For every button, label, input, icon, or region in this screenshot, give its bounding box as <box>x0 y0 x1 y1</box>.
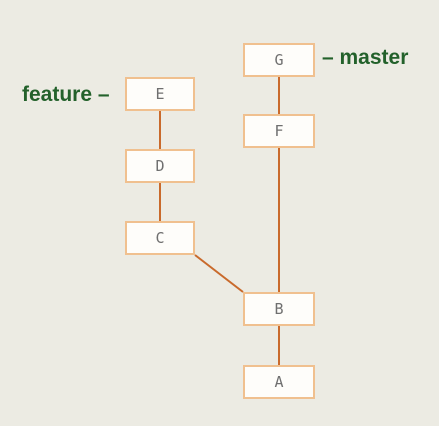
master-branch-label: – master <box>322 46 409 69</box>
feature-branch-label: feature – <box>22 83 110 106</box>
edge-b-c <box>194 254 244 293</box>
commit-node-c: C <box>125 221 195 255</box>
commit-node-f: F <box>243 114 315 148</box>
commit-node-d: D <box>125 149 195 183</box>
commit-node-b: B <box>243 292 315 326</box>
commit-node-e: E <box>125 77 195 111</box>
commit-node-g: G <box>243 43 315 77</box>
commit-node-a: A <box>243 365 315 399</box>
